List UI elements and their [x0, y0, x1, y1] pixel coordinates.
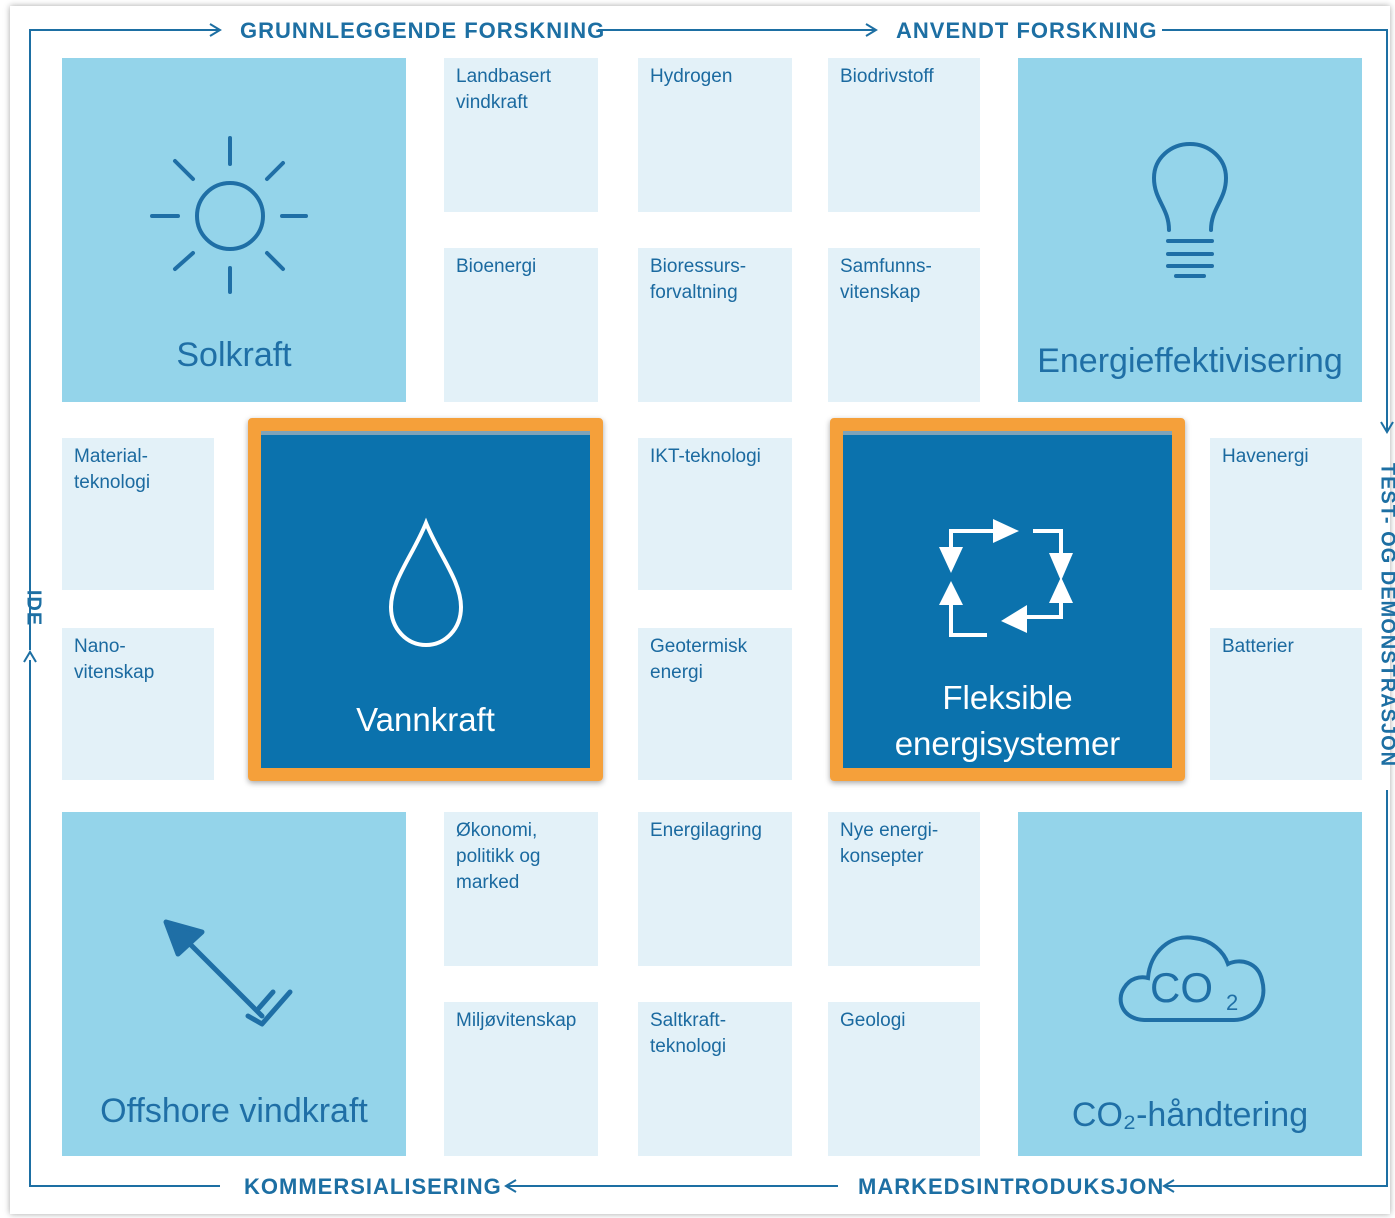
wind-turbine-icon [163, 919, 293, 1027]
tile-label: Miljøvitenskap [456, 1010, 577, 1031]
tile-geologi: Geologi [828, 1002, 980, 1156]
water-drop-icon [388, 517, 464, 648]
tile-label-co2: CO₂-håndtering [1071, 1096, 1309, 1134]
tile-label: Batterier [1222, 636, 1294, 657]
tile-ikt-teknologi: IKT-teknologi [638, 438, 792, 590]
tile-samfunnsvitenskap: Samfunns- vitenskap [828, 248, 980, 402]
edge-label-ide: IDE [22, 589, 45, 627]
co2-cloud-icon: CO 2 [1118, 935, 1266, 1022]
tile-label: Energilagring [650, 820, 762, 841]
tile-label-solkraft: Solkraft [176, 336, 292, 374]
tile-label: Nano- vitenskap [74, 636, 155, 683]
tile-energieffektivisering: Energieffektivisering [1018, 58, 1362, 402]
lightbulb-icon [1151, 141, 1229, 278]
tile-label: Material- teknologi [74, 446, 151, 493]
tile-label: Samfunns- vitenskap [840, 256, 932, 303]
tile-materialteknologi: Material- teknologi [62, 438, 214, 590]
tile-havenergi: Havenergi [1210, 438, 1362, 590]
tile-biodrivstoff: Biodrivstoff [828, 58, 980, 212]
edge-label-grunnleggende: GRUNNLEGGENDE FORSKNING [240, 18, 606, 43]
edge-label-anvendt: ANVENDT FORSKNING [896, 18, 1158, 43]
co2-icon-text: CO [1150, 964, 1213, 1011]
edge-label-test-demonstrasjon: TEST- OG DEMONSTRASJON [1376, 462, 1395, 768]
cycle-arrows-icon [939, 519, 1073, 637]
svg-text:2: 2 [1226, 990, 1238, 1015]
tile-solkraft: Solkraft [62, 58, 406, 402]
tile-label: IKT-teknologi [650, 446, 761, 467]
tile-label: Geologi [840, 1010, 906, 1031]
tile-offshore-vindkraft: Offshore vindkraft [62, 812, 406, 1156]
tile-energilagring: Energilagring [638, 812, 792, 966]
tile-bioenergi: Bioenergi [444, 248, 598, 402]
tile-nye-energikonsepter: Nye energi- konsepter [828, 812, 980, 966]
tile-nanovitenskap: Nano- vitenskap [62, 628, 214, 780]
tile-saltkraftteknologi: Saltkraft- teknologi [638, 1002, 792, 1156]
tile-label-vannkraft: Vannkraft [356, 701, 495, 738]
tile-label: Landbasert vindkraft [456, 66, 552, 113]
tile-label: Økonomi, politikk og marked [456, 820, 541, 893]
edge-label-kommersialisering: KOMMERSIALISERING [244, 1174, 502, 1199]
tile-geotermisk-energi: Geotermisk energi [638, 628, 792, 780]
tile-label: Bioressurs- forvaltning [650, 256, 747, 303]
tile-label: Nye energi- konsepter [840, 820, 939, 867]
tile-fleksible-energisystemer: Fleksible energisystemer [830, 418, 1185, 781]
tile-label: Geotermisk energi [650, 636, 748, 683]
tile-label-fleksible: Fleksible energisystemer [894, 679, 1121, 762]
tile-vannkraft: Vannkraft [248, 418, 603, 781]
sun-icon [150, 136, 308, 294]
tile-label: Hydrogen [650, 66, 733, 87]
tile-label: Biodrivstoff [840, 66, 934, 87]
tile-bioressursforvaltning: Bioressurs- forvaltning [638, 248, 792, 402]
tile-label-offshore: Offshore vindkraft [100, 1092, 368, 1130]
tile-batterier: Batterier [1210, 628, 1362, 780]
tile-label: Havenergi [1222, 446, 1309, 467]
tile-label: Saltkraft- teknologi [650, 1010, 727, 1057]
tile-hydrogen: Hydrogen [638, 58, 792, 212]
tile-miljovitenskap: Miljøvitenskap [444, 1002, 598, 1156]
tile-landbasert-vindkraft: Landbasert vindkraft [444, 58, 598, 212]
tile-label: Bioenergi [456, 256, 537, 277]
tile-label-energieffektivisering: Energieffektivisering [1037, 342, 1343, 380]
tile-okonomi-politikk-marked: Økonomi, politikk og marked [444, 812, 598, 966]
tile-co2-handtering: CO 2 CO₂-håndtering [1018, 812, 1362, 1156]
edge-label-markedsintroduksjon: MARKEDSINTRODUKSJON [858, 1174, 1165, 1199]
